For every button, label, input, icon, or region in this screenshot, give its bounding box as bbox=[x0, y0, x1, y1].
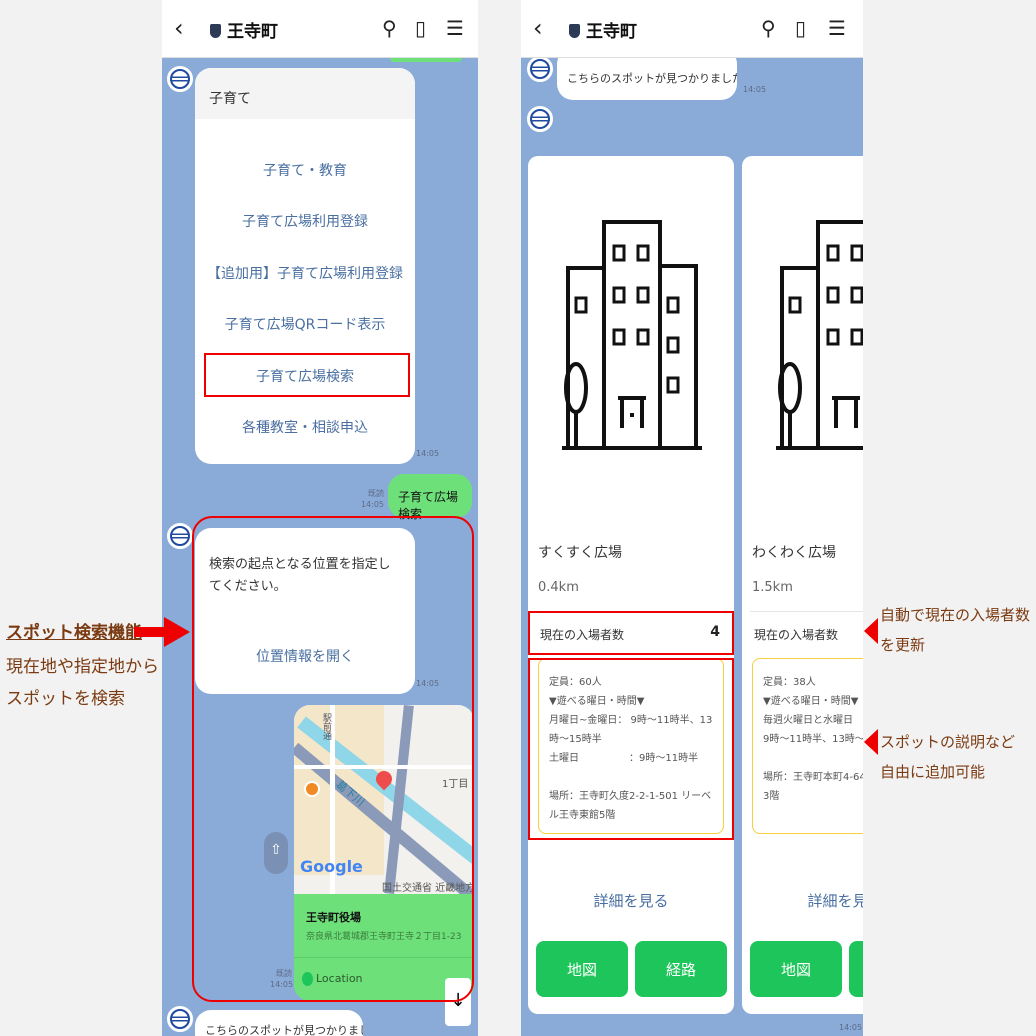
back-icon[interactable]: ‹ bbox=[533, 14, 543, 42]
search-icon[interactable]: ⚲ bbox=[382, 16, 397, 40]
right-phone: こちらのスポットが見つかりました。 14:05 ‹ 王寺町 ⚲ ▯ ☰ すくすく… bbox=[521, 0, 863, 1036]
timestamp: 14:05 bbox=[839, 1023, 863, 1032]
google-logo: Google bbox=[300, 857, 363, 876]
chat-title: 王寺町 bbox=[586, 22, 637, 42]
arrow-right-icon bbox=[134, 627, 164, 637]
menu-item[interactable]: 子育て広場利用登録 bbox=[242, 214, 368, 230]
details-link[interactable]: 詳細を見る bbox=[593, 892, 669, 910]
open-location-button[interactable]: 位置情報を開く bbox=[256, 649, 354, 665]
prompt-text: 検索の起点となる位置を指定してください。 bbox=[209, 557, 391, 594]
notes-icon[interactable]: ▯ bbox=[795, 16, 807, 40]
spot-description: 定員：38人 ▼遊べる曜日・時間▼ 毎週火曜日と水曜日 9時～11時半、13時～… bbox=[752, 658, 863, 834]
map-label: 駅前通 bbox=[321, 713, 331, 740]
menu-item[interactable]: 子育て広場QRコード表示 bbox=[224, 317, 386, 333]
restaurant-icon bbox=[304, 781, 320, 797]
building-icon bbox=[776, 220, 863, 450]
location-prompt: 検索の起点となる位置を指定してください。 位置情報を開く bbox=[195, 528, 415, 694]
visitor-count-label: 現在の入場者数 bbox=[540, 628, 625, 642]
search-icon[interactable]: ⚲ bbox=[761, 16, 776, 40]
annotation-text: 現在地や指定地から bbox=[6, 657, 159, 677]
shield-icon bbox=[210, 24, 221, 38]
timestamp: 14:05 bbox=[416, 449, 440, 458]
spot-distance: 1.5km bbox=[752, 580, 793, 595]
bot-message: こちらのスポットが見つかりました。 bbox=[195, 1010, 363, 1036]
notes-icon[interactable]: ▯ bbox=[415, 16, 427, 40]
spot-description: 定員：60人 ▼遊べる曜日・時間▼ 月曜日~金曜日： 9時～11時半、13時～1… bbox=[538, 658, 724, 834]
menu-item[interactable]: 【追加用】子育て広場利用登録 bbox=[207, 266, 403, 282]
annotation-text: を更新 bbox=[880, 636, 926, 654]
timestamp: 14:05 bbox=[416, 679, 440, 688]
route-button[interactable]: 経路 bbox=[635, 941, 727, 997]
location-card[interactable]: 駅前通 葛下川 1丁目 国土交通省 近畿地方 Google 王寺町役場 奈良県北… bbox=[294, 705, 474, 1001]
location-pin-icon bbox=[302, 972, 313, 986]
visitor-count-label: 現在の入場者数 bbox=[754, 628, 839, 642]
read-label: 既読 bbox=[368, 489, 384, 498]
back-icon[interactable]: ‹ bbox=[174, 14, 184, 42]
annotation-text: 自動で現在の入場者数 bbox=[880, 606, 1031, 624]
menu-icon[interactable]: ☰ bbox=[828, 16, 846, 40]
highlight-box bbox=[204, 353, 410, 397]
annotation-title: スポット検索機能 bbox=[6, 623, 142, 643]
avatar[interactable] bbox=[167, 523, 193, 549]
arrow-left-icon bbox=[864, 618, 878, 644]
read-status: 既読 14:05 bbox=[358, 488, 384, 510]
highlight-box bbox=[528, 611, 734, 655]
menu-card-title: 子育て bbox=[195, 68, 415, 119]
map-label: 国土交通省 近畿地方 bbox=[382, 883, 474, 894]
timestamp: 14:05 bbox=[743, 85, 767, 94]
visitor-count-value: 4 bbox=[710, 624, 720, 640]
menu-icon[interactable]: ☰ bbox=[446, 16, 464, 40]
details-link[interactable]: 詳細を見る bbox=[807, 892, 863, 910]
avatar[interactable] bbox=[167, 1006, 193, 1032]
highlight-box bbox=[528, 658, 734, 840]
read-status: 既読 14:05 bbox=[270, 968, 294, 990]
avatar[interactable] bbox=[527, 106, 553, 132]
spot-card[interactable]: わくわく広場 1.5km 現在の入場者数 定員：38人 ▼遊べる曜日・時間▼ 毎… bbox=[742, 156, 863, 1014]
highlight-box bbox=[192, 516, 474, 1002]
chat-title: 王寺町 bbox=[227, 22, 278, 42]
menu-item[interactable]: 各種教室・相談申込 bbox=[242, 420, 368, 436]
spot-card[interactable]: すくすく広場 0.4km 現在の入場者数 4 定員：60人 ▼遊べる曜日・時間▼ … bbox=[528, 156, 734, 1014]
map-preview[interactable]: 駅前通 葛下川 1丁目 国土交通省 近畿地方 Google bbox=[294, 705, 474, 894]
timestamp: 14:05 bbox=[360, 500, 384, 509]
route-button[interactable]: 経路 bbox=[849, 941, 863, 997]
map-button[interactable]: 地図 bbox=[750, 941, 842, 997]
share-icon[interactable]: ⇧ bbox=[264, 832, 288, 874]
annotation-text: スポットを検索 bbox=[6, 689, 125, 709]
map-label: 1丁目 bbox=[442, 779, 469, 790]
arrow-left-icon bbox=[864, 729, 878, 755]
map-button[interactable]: 地図 bbox=[536, 941, 628, 997]
building-icon bbox=[562, 220, 702, 450]
menu-item-search[interactable]: 子育て広場検索 bbox=[256, 369, 354, 385]
location-footer: Location bbox=[316, 972, 363, 985]
spot-name: すくすく広場 bbox=[538, 545, 622, 561]
user-message: 子育て広場検索 bbox=[388, 474, 472, 521]
avatar[interactable] bbox=[167, 66, 193, 92]
annotation-text: スポットの説明など bbox=[880, 733, 1016, 751]
spot-name: わくわく広場 bbox=[752, 545, 836, 561]
shield-icon bbox=[569, 24, 580, 38]
visitor-count: 現在の入場者数 bbox=[750, 611, 863, 653]
place-address: 奈良県北葛城郡王寺町王寺２丁目1-23 bbox=[306, 932, 462, 942]
annotation-description: スポットの説明など 自由に追加可能 bbox=[880, 727, 1015, 787]
avatar[interactable] bbox=[527, 56, 553, 82]
chat-header: ‹ 王寺町 ⚲ ▯ ☰ bbox=[162, 0, 478, 58]
read-label: 既読 bbox=[276, 969, 292, 978]
menu-item[interactable]: 子育て・教育 bbox=[263, 163, 347, 179]
place-name: 王寺町役場 bbox=[306, 911, 361, 924]
annotation-text: 自由に追加可能 bbox=[880, 763, 986, 781]
menu-card: 子育て 子育て・教育 子育て広場利用登録 【追加用】子育て広場利用登録 子育て広… bbox=[195, 68, 415, 464]
previous-bubble bbox=[390, 58, 462, 62]
annotation-auto-count: 自動で現在の入場者数 を更新 bbox=[880, 600, 1030, 660]
left-phone: ‹ 王寺町 ⚲ ▯ ☰ 子育て 子育て・教育 子育て広場利用登録 【追加用】子育… bbox=[162, 0, 478, 1036]
chat-header: ‹ 王寺町 ⚲ ▯ ☰ bbox=[521, 0, 863, 58]
arrow-head bbox=[164, 617, 190, 647]
timestamp: 14:05 bbox=[270, 980, 294, 989]
spot-distance: 0.4km bbox=[538, 580, 579, 595]
